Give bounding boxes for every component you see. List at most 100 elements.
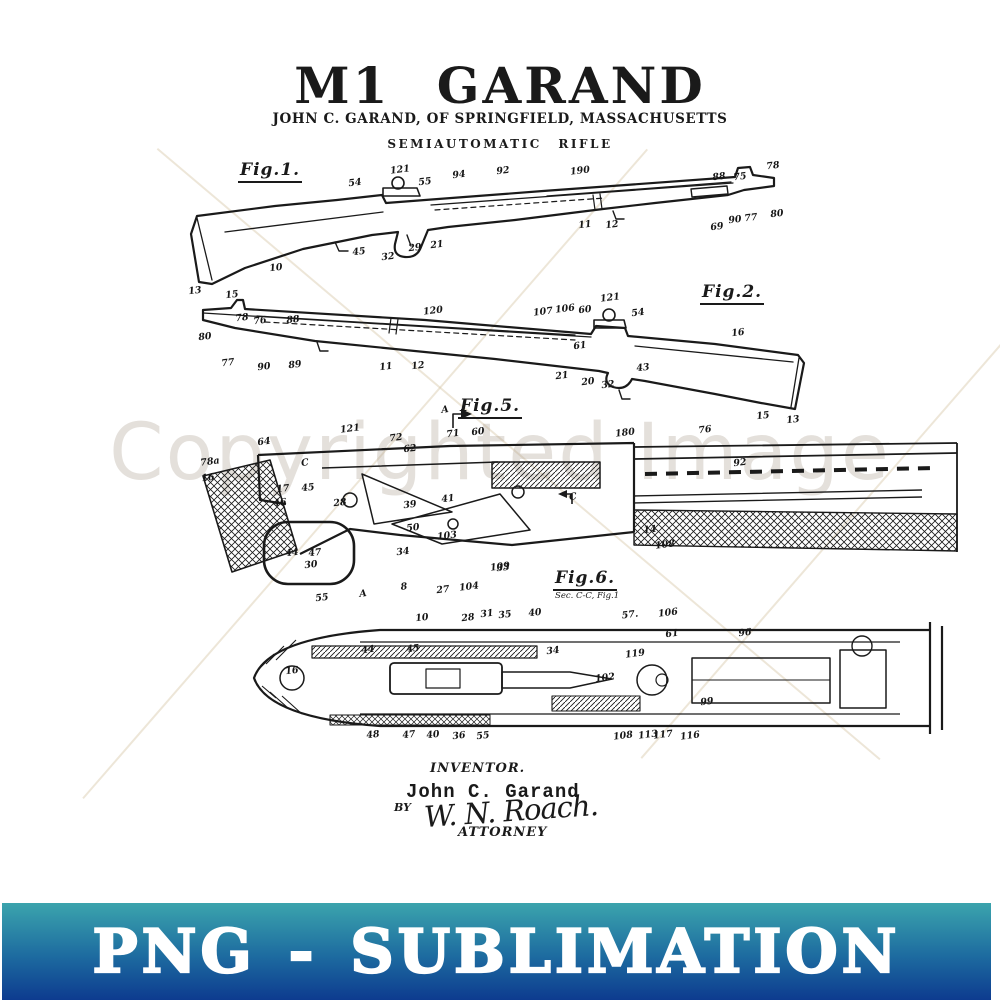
part-number-label: 71 bbox=[445, 427, 461, 441]
part-number-label: A bbox=[358, 588, 368, 600]
part-number-label: 89 bbox=[287, 358, 303, 372]
inventor-name: John C. Garand bbox=[406, 781, 580, 803]
part-number-label: 61 bbox=[664, 627, 680, 641]
part-number-label: 44 bbox=[284, 546, 300, 560]
part-number-label: 69 bbox=[709, 220, 725, 234]
part-number-label: 80 bbox=[197, 330, 213, 344]
part-number-label: 35 bbox=[497, 608, 513, 622]
fig2-rifle-drawing bbox=[201, 298, 806, 411]
part-number-label: 46 bbox=[272, 496, 288, 510]
part-number-label: 78a bbox=[199, 455, 221, 469]
part-number-label: 8 bbox=[400, 581, 408, 593]
part-number-label: 92 bbox=[495, 164, 511, 178]
part-number-label: 76 bbox=[697, 423, 713, 437]
part-number-label: 41 bbox=[440, 492, 456, 506]
part-number-label: 12 bbox=[604, 218, 620, 232]
patent-type-line: SEMIAUTOMATIC RIFLE bbox=[387, 137, 613, 151]
part-number-label: 90 bbox=[256, 360, 272, 374]
part-number-label: 47 bbox=[307, 546, 323, 560]
part-number-label: 32 bbox=[380, 250, 396, 264]
part-number-label: 90 bbox=[727, 213, 743, 227]
part-number-label: 36 bbox=[451, 729, 467, 743]
part-number-label: 45 bbox=[300, 481, 316, 495]
figure-caption: Fig.1. bbox=[238, 160, 303, 183]
patent-inventor-line: JOHN C. GARAND, OF SPRINGFIELD, MASSACHU… bbox=[272, 111, 728, 127]
by-label: BY bbox=[394, 801, 411, 814]
part-number-label: 99 bbox=[699, 695, 715, 709]
part-number-label: 40 bbox=[527, 606, 543, 620]
part-number-label: 62 bbox=[402, 442, 418, 456]
part-number-label: 32 bbox=[600, 378, 616, 392]
banner-text: PNG - SUBLIMATION bbox=[91, 915, 901, 987]
part-number-label: 16 bbox=[284, 664, 300, 678]
part-number-label: 78 bbox=[765, 159, 781, 173]
part-number-label: 88 bbox=[285, 313, 301, 327]
part-number-label: 31 bbox=[479, 607, 495, 621]
part-number-label: 75 bbox=[732, 170, 748, 184]
part-number-label: 94 bbox=[451, 168, 467, 182]
part-number-label: 21 bbox=[554, 369, 570, 383]
part-number-label: 27 bbox=[435, 583, 451, 597]
part-number-label: 78 bbox=[234, 311, 250, 325]
patent-title: M1 GARAND bbox=[294, 56, 706, 115]
fig6-bolt-section-drawing bbox=[252, 622, 944, 734]
part-number-label: 39 bbox=[402, 498, 418, 512]
part-number-label: 20 bbox=[580, 375, 596, 389]
part-number-label: A bbox=[440, 404, 450, 416]
part-number-label: 10 bbox=[414, 611, 430, 625]
inventor-heading: INVENTOR. bbox=[430, 761, 526, 776]
figure-caption: Fig.2. bbox=[700, 282, 765, 305]
part-number-label: 34 bbox=[395, 545, 411, 559]
part-number-label: 11 bbox=[577, 218, 593, 232]
part-number-label: 61 bbox=[572, 339, 588, 353]
part-number-label: 60 bbox=[470, 425, 486, 439]
part-number-label: 80 bbox=[769, 207, 785, 221]
part-number-label: 44 bbox=[360, 643, 376, 657]
fig5-receiver-section-drawing bbox=[202, 409, 958, 586]
part-number-label: 29 bbox=[407, 241, 423, 255]
part-number-label: 48 bbox=[365, 728, 381, 742]
part-number-label: 21 bbox=[429, 238, 445, 252]
part-number-label: 88 bbox=[711, 170, 727, 184]
part-number-label: 50 bbox=[405, 521, 421, 535]
part-number-label: 34 bbox=[545, 644, 561, 658]
part-number-label: 64 bbox=[256, 435, 272, 449]
part-number-label: 43 bbox=[635, 361, 651, 375]
part-number-label: 12 bbox=[410, 359, 426, 373]
part-number-label: 45 bbox=[351, 245, 367, 259]
part-number-label: 76 bbox=[252, 314, 268, 328]
part-number-label: 60 bbox=[577, 303, 593, 317]
part-number-label: 55 bbox=[417, 175, 433, 189]
part-number-label: 14 bbox=[642, 523, 658, 537]
part-number-label: C bbox=[568, 491, 578, 503]
part-number-label: 72 bbox=[388, 431, 404, 445]
figure-caption: Fig.5. bbox=[458, 396, 523, 419]
part-number-label: 10 bbox=[268, 261, 284, 275]
part-number-label: C bbox=[300, 457, 310, 469]
figure-subcaption: Sec. C-C, Fig.1 bbox=[555, 591, 620, 601]
part-number-label: 30 bbox=[303, 558, 319, 572]
figure-caption: Fig.6. bbox=[553, 568, 618, 591]
part-number-label: 47 bbox=[401, 728, 417, 742]
part-number-label: 54 bbox=[630, 306, 646, 320]
part-number-label: 92 bbox=[732, 456, 748, 470]
part-number-label: 16 bbox=[200, 471, 216, 485]
fig1-rifle-drawing bbox=[189, 165, 776, 286]
part-number-label: 40 bbox=[425, 728, 441, 742]
sublimation-banner: PNG - SUBLIMATION bbox=[2, 903, 991, 1000]
part-number-label: 16 bbox=[730, 326, 746, 340]
part-number-label: 96 bbox=[737, 626, 753, 640]
part-number-label: 77 bbox=[743, 211, 759, 225]
attorney-label: ATTORNEY bbox=[458, 825, 548, 840]
part-number-label: 57. bbox=[621, 608, 639, 622]
part-number-label: 28 bbox=[460, 611, 476, 625]
part-number-label: 45 bbox=[405, 642, 421, 656]
part-number-label: 54 bbox=[347, 176, 363, 190]
part-number-label: 55 bbox=[475, 729, 491, 743]
part-number-label: 77 bbox=[220, 356, 236, 370]
